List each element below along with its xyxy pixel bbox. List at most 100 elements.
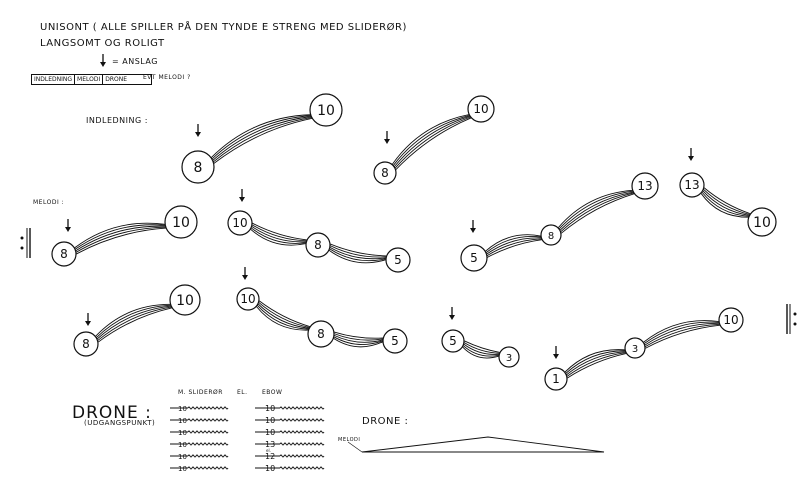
label-drone-sub: (UDGANGSPUNKT) <box>84 419 156 427</box>
note-number: 10 <box>473 102 488 116</box>
glide-g9-string <box>464 340 500 353</box>
drone-slider-value: 10 <box>178 429 187 437</box>
glide-g4-string <box>330 243 387 257</box>
drone-ebow-wave <box>279 442 325 446</box>
glide-g6-string <box>703 187 751 215</box>
note-number: 13 <box>684 178 699 192</box>
glide-g3-string <box>74 224 166 250</box>
note-circle <box>382 328 408 354</box>
glide-g4-string <box>251 224 307 242</box>
drone-slider-wave <box>187 442 229 446</box>
glide-g7-string <box>97 307 173 343</box>
note-circle <box>631 172 659 200</box>
anslag-arrow-icon-head <box>553 354 559 359</box>
glide-g5-string <box>485 234 541 252</box>
note-number: 5 <box>394 253 402 267</box>
note-circle <box>540 224 562 246</box>
note-number: 1 <box>552 372 560 386</box>
drone-ebow-wave <box>279 466 325 470</box>
glide-g8-string <box>333 338 384 348</box>
glide-g3-string <box>75 225 166 252</box>
sections-box: INDLEDNING MELODI DRONE <box>31 74 153 85</box>
note-circle <box>373 161 397 185</box>
legend-text: = ANSLAG <box>112 57 158 66</box>
drone-ebow-value: 12 <box>265 452 275 461</box>
glide-g1-string <box>212 116 312 161</box>
glide-g2-string <box>394 116 471 169</box>
repeat-dot-icon <box>793 322 797 326</box>
note-number: 10 <box>317 103 335 119</box>
col-ebow-label: EBOW <box>262 389 283 396</box>
drone-slider-wave <box>187 466 229 470</box>
anslag-arrow-icon-head <box>195 132 201 137</box>
note-circle <box>51 241 77 267</box>
glide-g3-string <box>74 222 166 249</box>
glide-g4-string <box>329 246 387 260</box>
glide-g10-string <box>567 353 627 379</box>
note-number: 3 <box>506 353 512 364</box>
note-number: 10 <box>232 216 247 230</box>
note-circle <box>227 210 253 236</box>
note-number: 5 <box>470 251 478 265</box>
drone-ebow-wave <box>279 418 325 422</box>
glide-g2-string <box>395 117 472 170</box>
glide-g2-string <box>392 114 470 166</box>
glide-g5-string <box>561 193 635 234</box>
glide-g2-string <box>393 115 471 168</box>
drone-slider-value: 10 <box>178 441 187 449</box>
drone-ebow-wave <box>279 430 325 434</box>
anslag-arrow-icon-head <box>65 227 71 232</box>
section-drone: DRONE <box>105 76 128 83</box>
glide-g4-string <box>250 227 307 244</box>
note-number: 8 <box>194 160 203 176</box>
glide-g10-string <box>644 322 720 346</box>
note-circle <box>305 232 331 258</box>
drone-swell-shape <box>361 436 605 453</box>
drone-ebow-value: 10 <box>265 464 275 473</box>
drone-melodi-pointer <box>347 441 363 453</box>
glide-g4-string <box>252 222 308 241</box>
anslag-arrow-icon-head <box>449 315 455 320</box>
anslag-arrow-icon-head <box>688 156 694 161</box>
repeat-dot-icon <box>20 236 24 240</box>
glide-g10-string <box>564 349 626 373</box>
glide-g3-string <box>75 226 166 253</box>
note-number: 8 <box>314 238 322 252</box>
glide-g1-string <box>210 114 311 158</box>
note-number: 8 <box>60 247 68 261</box>
note-circle <box>164 205 198 239</box>
drone-ebow-mark: el. <box>266 448 271 453</box>
drone-slider-value: 10 <box>178 453 187 461</box>
drone-ebow-value: 10 <box>265 428 275 437</box>
anslag-arrow-icon-head <box>239 197 245 202</box>
note-circle <box>181 150 215 184</box>
label-indledning: INDLEDNING : <box>86 116 148 125</box>
glide-g9-string <box>462 346 499 359</box>
glide-g6-string <box>703 188 751 216</box>
note-circle <box>679 172 705 198</box>
anslag-arrow-icon-head <box>384 139 390 144</box>
glide-g10-string <box>643 320 720 343</box>
glide-g4-string <box>251 225 307 243</box>
glide-g6-string <box>702 190 750 216</box>
glide-g5-string <box>485 235 542 254</box>
glide-g8-string <box>256 304 309 330</box>
glide-g10-string <box>565 351 626 376</box>
glide-g7-string <box>97 306 172 341</box>
glide-g6-string <box>701 191 750 217</box>
glide-g10-string <box>565 350 626 374</box>
note-circle <box>544 367 568 391</box>
note-circle <box>467 95 495 123</box>
drone-ebow-wave <box>279 454 325 458</box>
glide-g8-string <box>333 336 384 345</box>
glide-g9-string <box>463 343 500 355</box>
drone-slider-value: 10 <box>178 417 187 425</box>
legend-arrow-icon-head <box>100 62 106 67</box>
glide-g8-string <box>333 333 384 341</box>
drone-ebow-value: 13 <box>265 440 275 449</box>
glide-g8-string <box>257 303 310 329</box>
note-circle <box>747 207 777 237</box>
drone-ebow-value: 10 <box>265 416 275 425</box>
note-circle <box>460 244 488 272</box>
drone-slider-value: 10 <box>178 465 187 473</box>
